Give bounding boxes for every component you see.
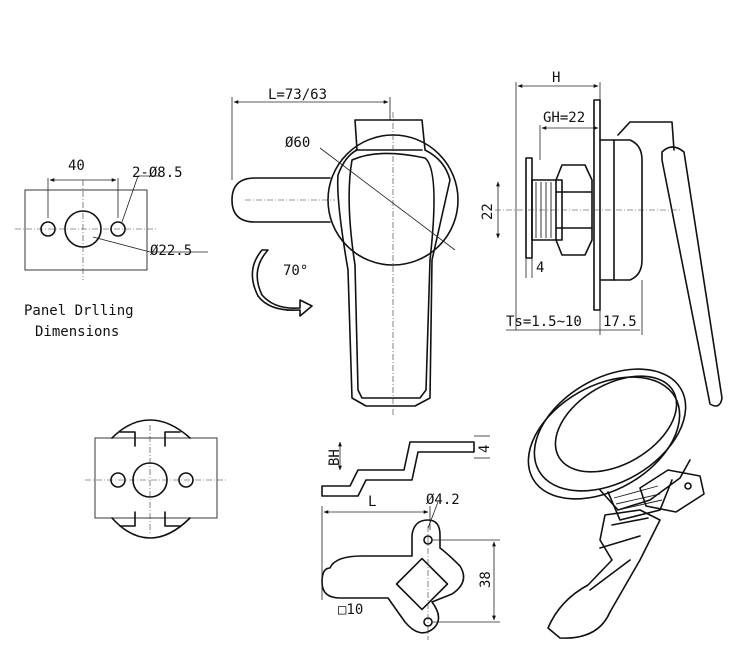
length-dim: L=73/63: [268, 87, 327, 103]
rotation-arrow: [251, 249, 313, 317]
center-hole: [64, 210, 102, 248]
back-center-hole: [132, 462, 168, 498]
left-mount-hole: [40, 221, 56, 237]
iso-dial-inner: [554, 375, 678, 473]
washer-dim: 4: [536, 260, 544, 276]
gh-dim: GH=22: [543, 110, 585, 126]
rotated-handle: [231, 177, 331, 223]
side-handle-arm: [617, 121, 675, 151]
cam-plate: [321, 519, 465, 634]
back-left-hole: [110, 472, 126, 488]
back-view: [85, 419, 228, 539]
side-view: H GH=22 22 4 Ts=1.5~10 17.5: [480, 70, 723, 407]
washer: [525, 157, 533, 259]
cam-thickness-dim: 4: [477, 445, 493, 453]
center-hole-dim: Ø22.5: [150, 243, 192, 259]
square-dim: □10: [338, 602, 363, 618]
bh-dim: BH: [327, 449, 343, 466]
back-ring-bottom: [111, 517, 191, 539]
iso-cam-arm: [547, 509, 661, 639]
dial-diameter-dim: Ø60: [285, 135, 310, 151]
cam-height-dim: 38: [478, 571, 494, 588]
caption-line-1: Panel Drlling: [24, 303, 134, 319]
panel-width-dim: 40: [68, 158, 85, 174]
thread-dim: 22: [480, 203, 496, 220]
cam-view: BH 4 L Ø4.2 38 □10: [321, 435, 500, 640]
depth-dim: 17.5: [603, 314, 637, 330]
small-holes-dim: 2-Ø8.5: [132, 165, 183, 181]
right-mount-hole: [110, 221, 126, 237]
handle-outer: [336, 119, 451, 407]
isometric-view: [527, 368, 705, 639]
iso-nut: [639, 469, 705, 513]
front-view: L=73/63 Ø60 70°: [231, 87, 459, 416]
ts-dim: Ts=1.5~10: [506, 314, 582, 330]
side-height-dim: H: [552, 70, 560, 86]
handle-inner: [348, 152, 435, 399]
hole-dim: Ø4.2: [426, 492, 460, 508]
panel-plate: [593, 99, 601, 311]
cam-profile: [321, 441, 475, 497]
iso-dial-face: [533, 368, 687, 492]
square-hole: [395, 557, 449, 611]
back-ring-top: [111, 419, 191, 439]
cam-length-dim: L: [368, 494, 376, 510]
nut: [555, 164, 593, 256]
caption-line-2: Dimensions: [35, 324, 119, 340]
iso-thread: [607, 479, 673, 521]
panel-drilling-view: 40 2-Ø8.5 Ø22.5 Panel Drlling Dimensions: [15, 158, 208, 340]
iso-dial-rim: [527, 376, 681, 500]
rotation-angle: 70°: [283, 263, 308, 279]
back-right-hole: [178, 472, 194, 488]
side-handle-lever: [661, 146, 723, 407]
